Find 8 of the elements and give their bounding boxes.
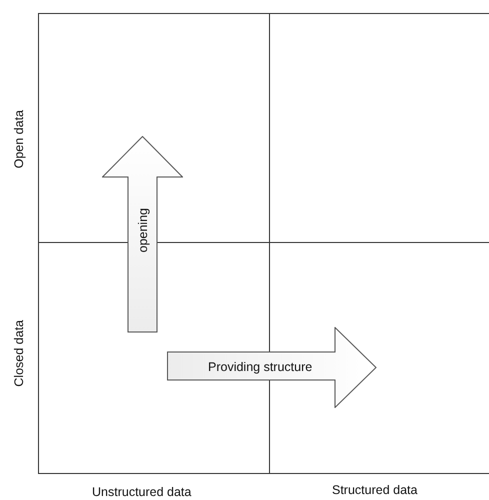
axis-label: Unstructured data — [92, 485, 192, 499]
axis-label: Closed data — [12, 320, 26, 387]
axis-label: Open data — [12, 110, 26, 168]
arrow-label: Providing structure — [208, 360, 312, 374]
arrow-label: opening — [136, 208, 150, 252]
block-arrow — [102, 136, 183, 333]
block-arrow — [167, 327, 377, 408]
axis-label: Structured data — [332, 483, 418, 497]
